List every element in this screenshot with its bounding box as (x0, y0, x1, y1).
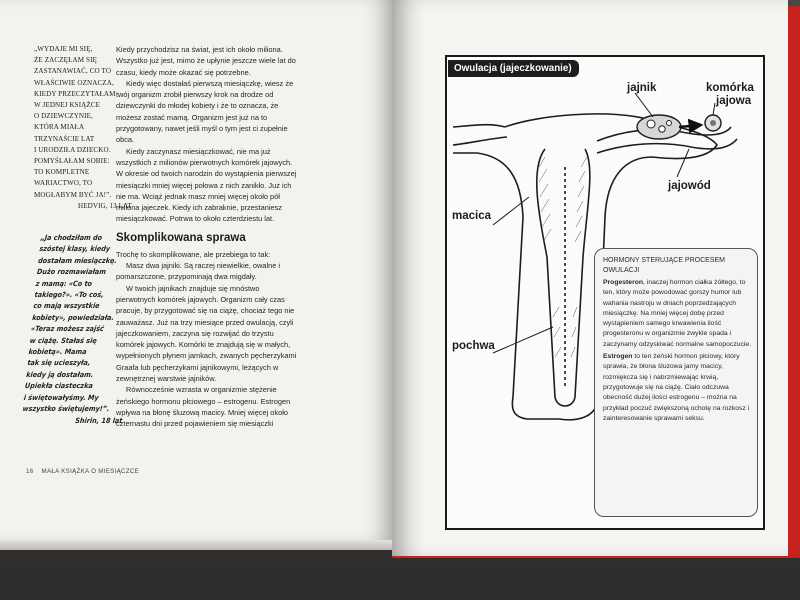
figure-title: Owulacja (jajeczkowanie) (448, 60, 579, 77)
quote-line: wariactwo, to (34, 179, 93, 188)
body-paragraph: Kiedy więc dostałaś pierwszą miesiączkę,… (116, 78, 294, 145)
label-jajowod: jajowód (668, 180, 711, 192)
quote-line: która miała (34, 123, 85, 132)
quote-line: „Wydaje mi się, (34, 45, 93, 53)
main-text-column: Kiedy przychodzisz na świat, jest ich ok… (116, 44, 300, 430)
quote-author: Shirin, 18 lat (74, 415, 123, 425)
progesteron-text: , inaczej hormon ciałka żółtego, to ten,… (603, 279, 752, 348)
quote-line: że zaczęłam się (34, 56, 97, 65)
infobox-paragraph-progesteron: Progesteron, inaczej hormon ciałka żółte… (603, 278, 753, 350)
sidebar-quote-hedvig: „Wydaje mi się, że zaczęłam się zastanaw… (34, 44, 132, 212)
quote-line: w jednej książce (34, 101, 101, 110)
ovary-shape (636, 114, 682, 140)
running-title: Mała książka o miesiączce (41, 468, 140, 475)
quote-line: to kompletne (34, 168, 90, 177)
page-edge (0, 540, 392, 550)
quote-line: tak się ucieszyła, (26, 358, 91, 368)
label-pochwa: pochwa (452, 340, 495, 352)
quote-line: mogłabym być ja!”. (34, 190, 112, 199)
label-jajowa: jajowa (716, 95, 752, 107)
quote-line: o dziewczynie, (34, 112, 93, 121)
egg-cell (704, 114, 722, 132)
label-jajnik: jajnik (627, 82, 657, 94)
body-paragraph: Masz dwa jajniki. Są raczej niewielkie, … (116, 261, 281, 282)
hormone-infobox (594, 248, 758, 517)
body-paragraph: Równocześnie wzrasta w organizmie stężen… (116, 385, 291, 429)
quote-line: kobietą». Mama (28, 347, 88, 357)
estrogen-text: to ten żeński hormon płciowy, który spra… (603, 353, 750, 422)
quote-line: trzynaście lat (34, 134, 95, 143)
page-folio: 16 Mała książka o miesiączce (26, 468, 139, 475)
quote-line: i świętowałyśmy. My (23, 392, 100, 402)
left-page (0, 0, 392, 540)
section-heading: Skomplikowana sprawa (116, 231, 246, 244)
label-macica: macica (452, 210, 492, 222)
quote-line: Upiekła ciasteczka (24, 381, 94, 391)
infobox-title: Hormony sterujące procesem owulacji (603, 257, 725, 274)
quote-line: kiedy ją dostałam. (25, 369, 94, 379)
uterus-diagram (452, 92, 738, 421)
body-paragraph: W twoich jajnikach znajduje się mnóstwo … (116, 283, 297, 384)
quote-author: Hedvig, 13 lat (77, 201, 132, 210)
quote-line: Pomyślałam sobie: (34, 157, 110, 166)
quote-line: właściwie oznacza, (34, 78, 114, 87)
page-number: 16 (26, 468, 34, 475)
body-paragraph: Trochę to skomplikowane, ale przebiega t… (116, 249, 271, 259)
quote-line: i urodziła dziecko. (34, 145, 111, 154)
quote-line: zastanawiać, co to (34, 67, 112, 76)
term-estrogen: Estrogen (603, 353, 633, 361)
term-progesteron: Progesteron (603, 279, 644, 286)
body-paragraph: Kiedy zaczynasz miesiączkować, nie ma ju… (116, 146, 297, 224)
quote-line: kiedy przeczytałam (34, 89, 116, 98)
quote-line: wszystko świętujemy!”. (22, 404, 110, 414)
hormone-infobox-text: Hormony sterujące procesem owulacji Prog… (603, 256, 753, 424)
infobox-paragraph-estrogen: Estrogen to ten żeński hormon płciowy, k… (603, 352, 753, 424)
body-paragraph: Kiedy przychodzisz na świat, jest ich ok… (116, 45, 296, 77)
label-komorka: komórka (706, 82, 754, 94)
